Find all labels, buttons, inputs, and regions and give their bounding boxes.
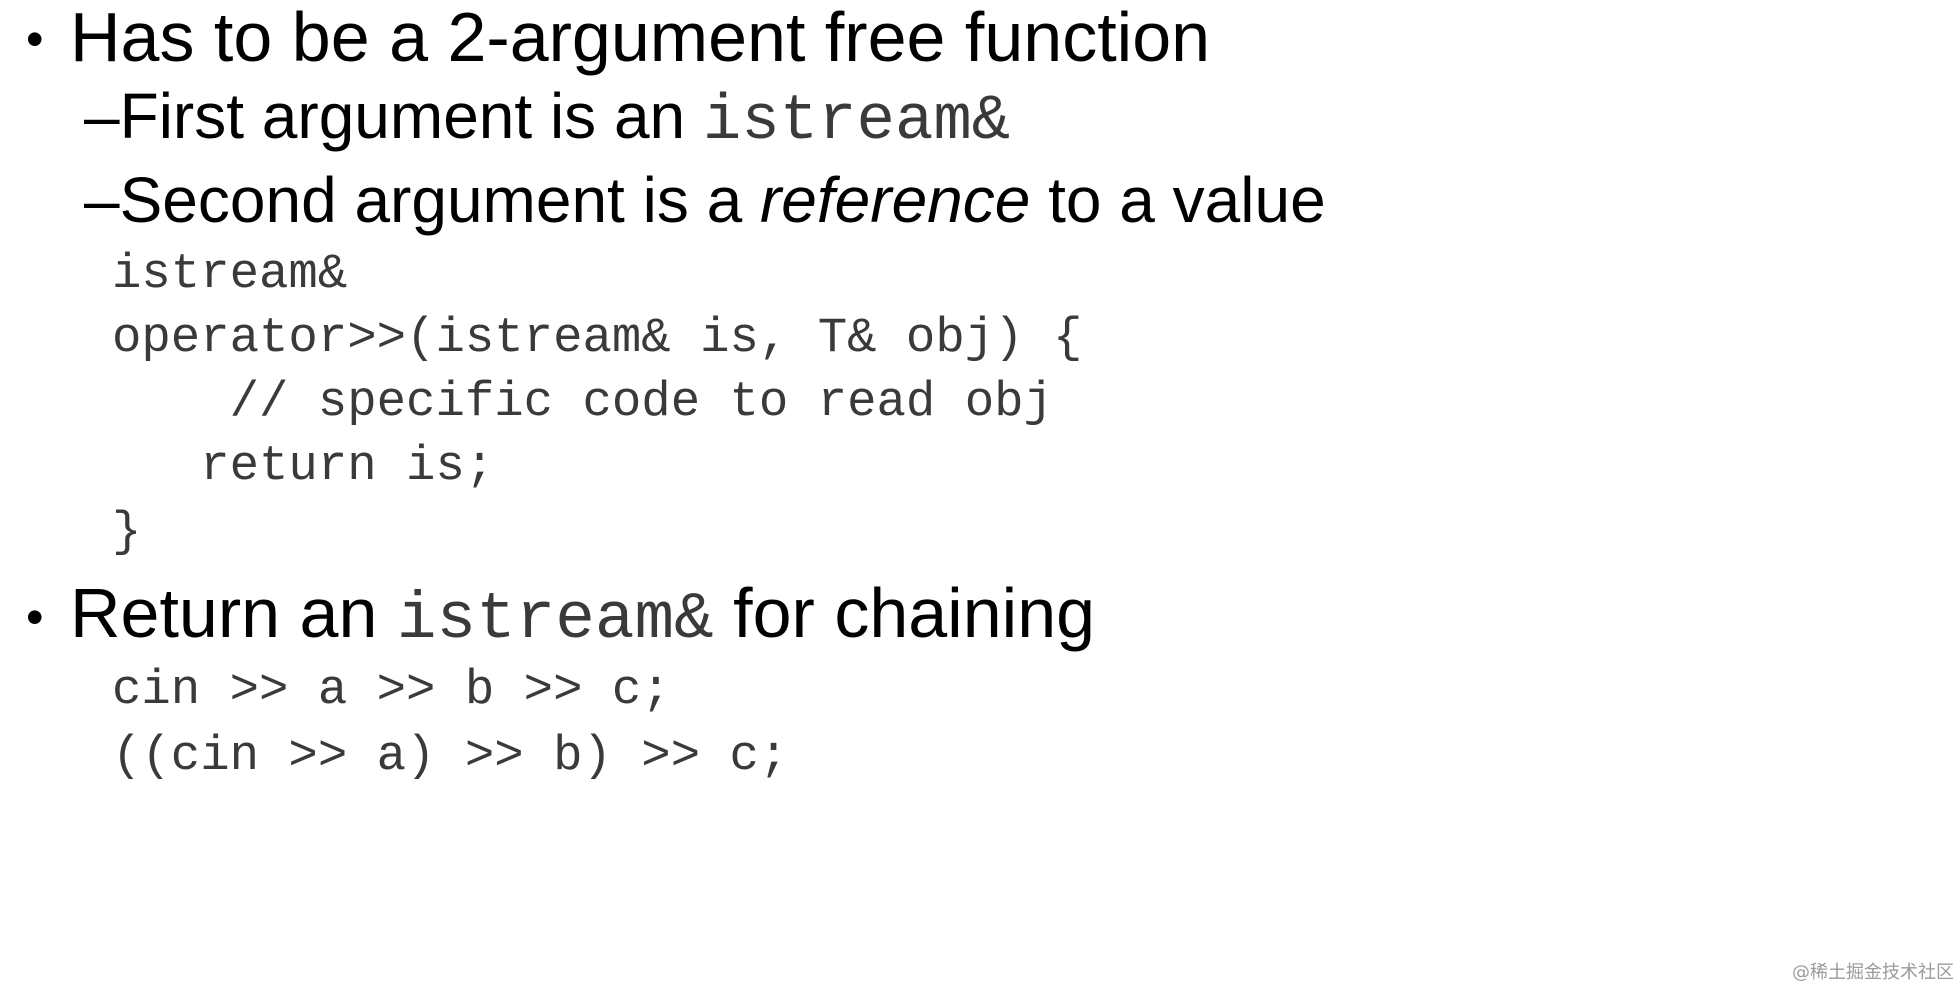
bullet-text: Return an [70, 574, 397, 652]
sub-bullet-second-argument: –Second argument is a reference to a val… [84, 168, 1326, 232]
bullet-marker: • [26, 589, 44, 645]
bullet-heading-free-function: Has to be a 2-argument free function [70, 0, 1211, 76]
bullet-text-tail: for chaining [713, 574, 1096, 652]
watermark-text: @稀土掘金技术社区 [1792, 962, 1954, 983]
code-line: return is; [112, 438, 495, 494]
code-line: operator>>(istream& is, T& obj) { [112, 310, 1083, 366]
sub-bullet-text-tail: to a value [1030, 164, 1326, 236]
code-line: // specific code to read obj [112, 374, 1053, 430]
sub-bullet-first-argument: –First argument is an istream& [84, 84, 1010, 154]
sub-bullet-text: First argument is an [119, 80, 703, 152]
bullet-marker: • [26, 11, 44, 67]
inline-code-istream: istream& [396, 582, 714, 657]
dash-marker: – [84, 164, 120, 236]
code-line: cin >> a >> b >> c; [112, 662, 671, 718]
code-line: istream& [112, 246, 348, 302]
dash-marker: – [84, 80, 120, 152]
inline-code-istream: istream& [702, 86, 1011, 158]
sub-bullet-text: Second argument is a [119, 164, 760, 236]
emphasis-reference: reference [759, 164, 1031, 236]
code-line: ((cin >> a) >> b) >> c; [112, 728, 789, 784]
bullet-heading-return-istream: Return an istream& for chaining [70, 578, 1095, 653]
code-line: } [112, 504, 142, 560]
